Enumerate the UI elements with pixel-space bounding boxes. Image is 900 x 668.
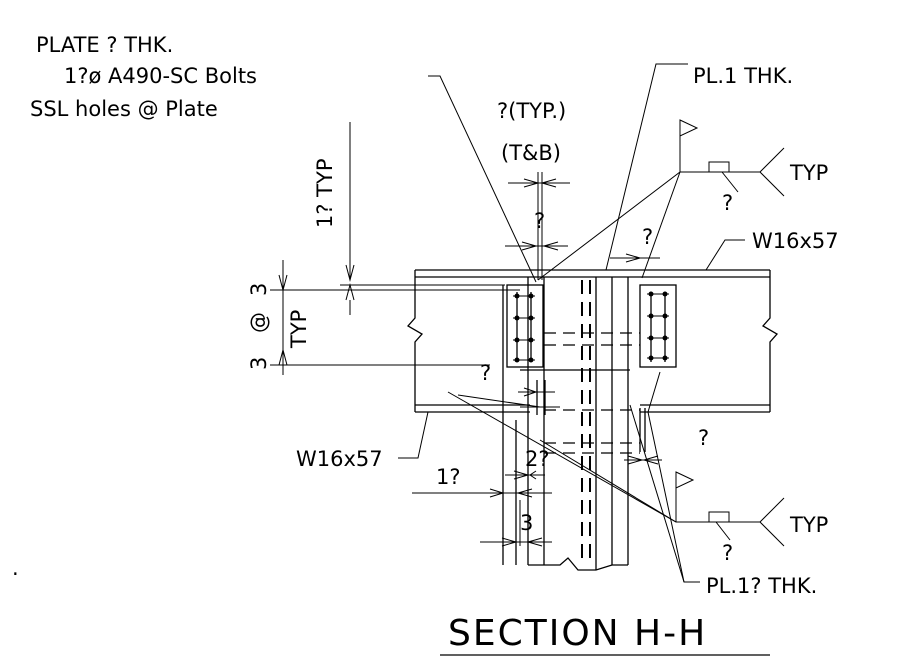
- dim-typ-v: TYP: [287, 310, 311, 349]
- dimensions: [270, 122, 662, 547]
- dot-mark: .: [12, 556, 19, 580]
- typ-tb-line1: ?(TYP.): [497, 99, 566, 123]
- q-right: ?: [698, 426, 709, 450]
- plate-note-line1: PLATE ? THK.: [36, 33, 173, 57]
- dim-2q: 2?: [525, 447, 550, 471]
- dim-3-top: 3: [247, 283, 271, 296]
- pl1-label: PL.1 THK.: [693, 64, 793, 88]
- q-weld-bottom: ?: [722, 541, 733, 565]
- typ-bottom-label: TYP: [789, 513, 828, 537]
- leaders: [398, 63, 785, 583]
- q-upper1: ?: [534, 209, 545, 233]
- top-beam: [406, 269, 779, 413]
- typ-top-label: TYP: [789, 161, 828, 185]
- left-shear-plate: [506, 284, 544, 368]
- plate-note-line2: 1?ø A490-SC Bolts: [64, 64, 257, 88]
- q-upper2: ?: [642, 225, 653, 249]
- dim-3-bot: 3: [247, 357, 271, 370]
- w16-top-label: W16x57: [752, 229, 839, 253]
- labels: PLATE ? THK. 1?ø A490-SC Bolts SSL holes…: [12, 33, 839, 656]
- dim-3-h: 3: [520, 511, 533, 535]
- section-title: SECTION H-H: [448, 613, 707, 654]
- dim-1q-typ: 1? TYP: [313, 158, 337, 228]
- dim-at: @: [247, 312, 271, 333]
- plate-note-line3: SSL holes @ Plate: [30, 97, 218, 121]
- typ-tb-line2: (T&B): [501, 141, 561, 165]
- q-mid: ?: [480, 361, 491, 385]
- pl1q-label: PL.1? THK.: [706, 574, 817, 598]
- q-weld-top: ?: [722, 191, 733, 215]
- right-shear-plate: [639, 284, 677, 368]
- dim-1q-h: 1?: [436, 465, 461, 489]
- w16-left-label: W16x57: [296, 447, 383, 471]
- hidden-lines: [520, 332, 646, 454]
